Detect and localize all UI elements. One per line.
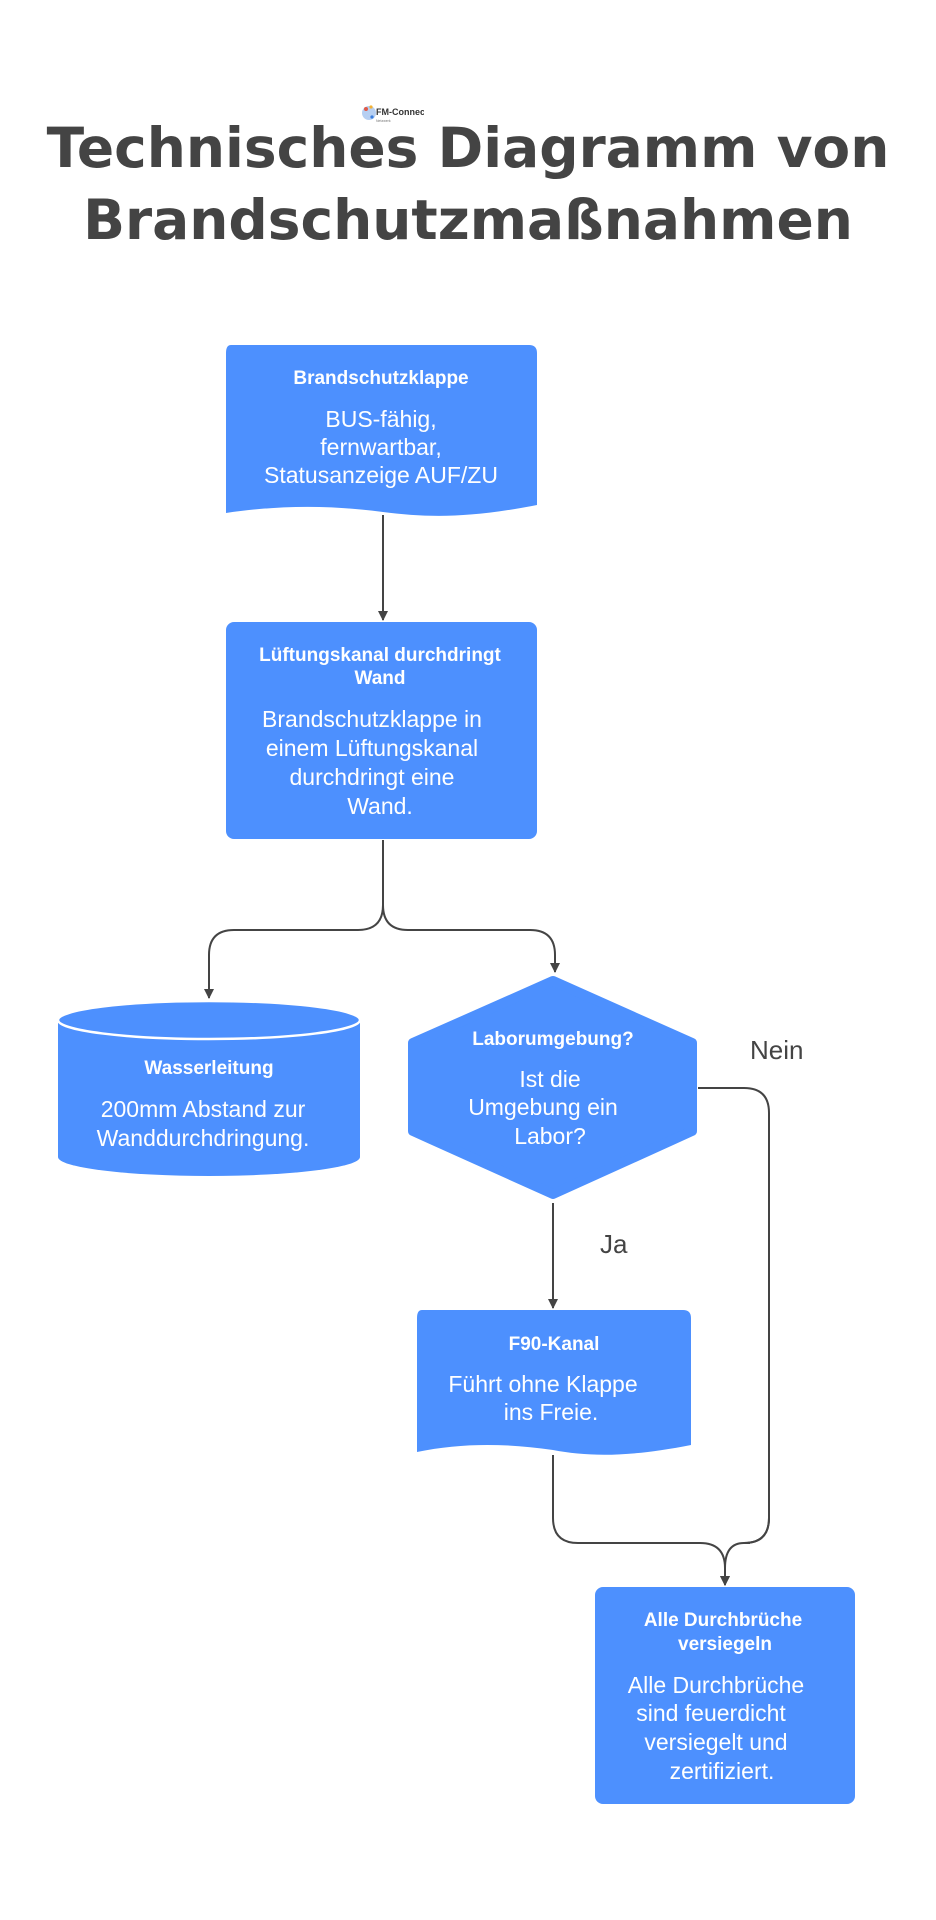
node-brandschutzklappe-shape bbox=[226, 345, 537, 516]
connector-kanal-to-labor bbox=[382, 904, 560, 973]
node-laborumgebung-line-1: Ist die bbox=[519, 1066, 580, 1092]
title-line-1: Technisches Diagramm von bbox=[46, 116, 890, 180]
edge-label-nein: Nein bbox=[750, 1035, 803, 1065]
title-line-2: Brandschutzmaßnahmen bbox=[83, 188, 853, 252]
node-lueftungskanal-title-2: Wand bbox=[354, 668, 405, 689]
fm-connect-logo: FM-Connect.com Netzwerk bbox=[360, 100, 449, 128]
connector-labor-to-durchbrueche bbox=[698, 1087, 770, 1544]
node-durchbrueche-line-3: versiegelt und bbox=[644, 1729, 787, 1755]
node-brandschutzklappe[interactable]: Brandschutzklappe BUS-fähig, fernwartbar… bbox=[226, 345, 537, 516]
node-durchbrueche-line-4: zertifiziert. bbox=[670, 1758, 775, 1784]
node-wasserleitung-line-1: 200mm Abstand zur bbox=[101, 1096, 306, 1122]
node-lueftungskanal[interactable]: Lüftungskanal durchdringt Wand Brandschu… bbox=[226, 622, 537, 839]
node-wasserleitung-shape bbox=[58, 1001, 360, 1176]
node-brandschutzklappe-line-2: fernwartbar, bbox=[320, 434, 441, 460]
node-lueftungskanal-title-1: Lüftungskanal durchdringt bbox=[259, 645, 501, 666]
node-lueftungskanal-line-4: Wand. bbox=[347, 793, 413, 819]
node-brandschutzklappe-line-1: BUS-fähig, bbox=[325, 406, 436, 432]
node-f90kanal-title: F90-Kanal bbox=[509, 1334, 600, 1355]
node-durchbrueche-line-2: sind feuerdicht bbox=[636, 1700, 786, 1726]
node-lueftungskanal-shape bbox=[226, 622, 537, 839]
node-wasserleitung-line-2: Wanddurchdringung. bbox=[97, 1125, 310, 1151]
node-f90kanal-line-1: Führt ohne Klappe bbox=[448, 1371, 637, 1397]
node-laborumgebung-line-2: Umgebung ein bbox=[468, 1094, 618, 1120]
node-wasserleitung-top-rim bbox=[56, 999, 362, 1041]
node-lueftungskanal-line-1: Brandschutzklappe in bbox=[262, 706, 482, 732]
logo-text: FM-Connect.com bbox=[376, 107, 424, 117]
edge-label-ja: Ja bbox=[600, 1229, 628, 1259]
connector-kanal-to-wasserleitung bbox=[204, 840, 384, 999]
connector-f90-to-durchbrueche bbox=[552, 1455, 730, 1586]
node-laborumgebung-shape bbox=[408, 976, 697, 1199]
node-laborumgebung[interactable]: Laborumgebung? Ist die Umgebung ein Labo… bbox=[408, 976, 697, 1199]
node-durchbrueche-shape bbox=[595, 1587, 855, 1804]
node-brandschutzklappe-line-3: Statusanzeige AUF/ZU bbox=[264, 462, 498, 488]
page-title: Technisches Diagramm von Brandschutzmaßn… bbox=[40, 112, 896, 256]
svg-text:Netzwerk: Netzwerk bbox=[376, 119, 391, 123]
node-durchbrueche-title-2: versiegeln bbox=[678, 1634, 772, 1655]
node-wasserleitung-title: Wasserleitung bbox=[144, 1058, 273, 1079]
node-lueftungskanal-line-3: durchdringt eine bbox=[290, 764, 455, 790]
node-durchbrueche-line-1: Alle Durchbrüche bbox=[628, 1672, 804, 1698]
node-f90kanal[interactable]: F90-Kanal Führt ohne Klappe ins Freie. bbox=[417, 1310, 691, 1455]
node-laborumgebung-line-3: Labor? bbox=[514, 1123, 586, 1149]
node-f90kanal-line-2: ins Freie. bbox=[504, 1399, 599, 1425]
node-brandschutzklappe-title: Brandschutzklappe bbox=[293, 368, 468, 389]
node-durchbrueche[interactable]: Alle Durchbrüche versiegeln Alle Durchbr… bbox=[595, 1587, 855, 1804]
node-lueftungskanal-line-2: einem Lüftungskanal bbox=[266, 735, 478, 761]
node-f90kanal-shape bbox=[417, 1310, 691, 1455]
node-durchbrueche-title-1: Alle Durchbrüche bbox=[644, 1610, 802, 1631]
node-wasserleitung[interactable]: Wasserleitung 200mm Abstand zur Wanddurc… bbox=[56, 999, 362, 1176]
connector-labor-to-durchbrueche-end bbox=[720, 1517, 770, 1586]
node-laborumgebung-title: Laborumgebung? bbox=[472, 1029, 633, 1050]
